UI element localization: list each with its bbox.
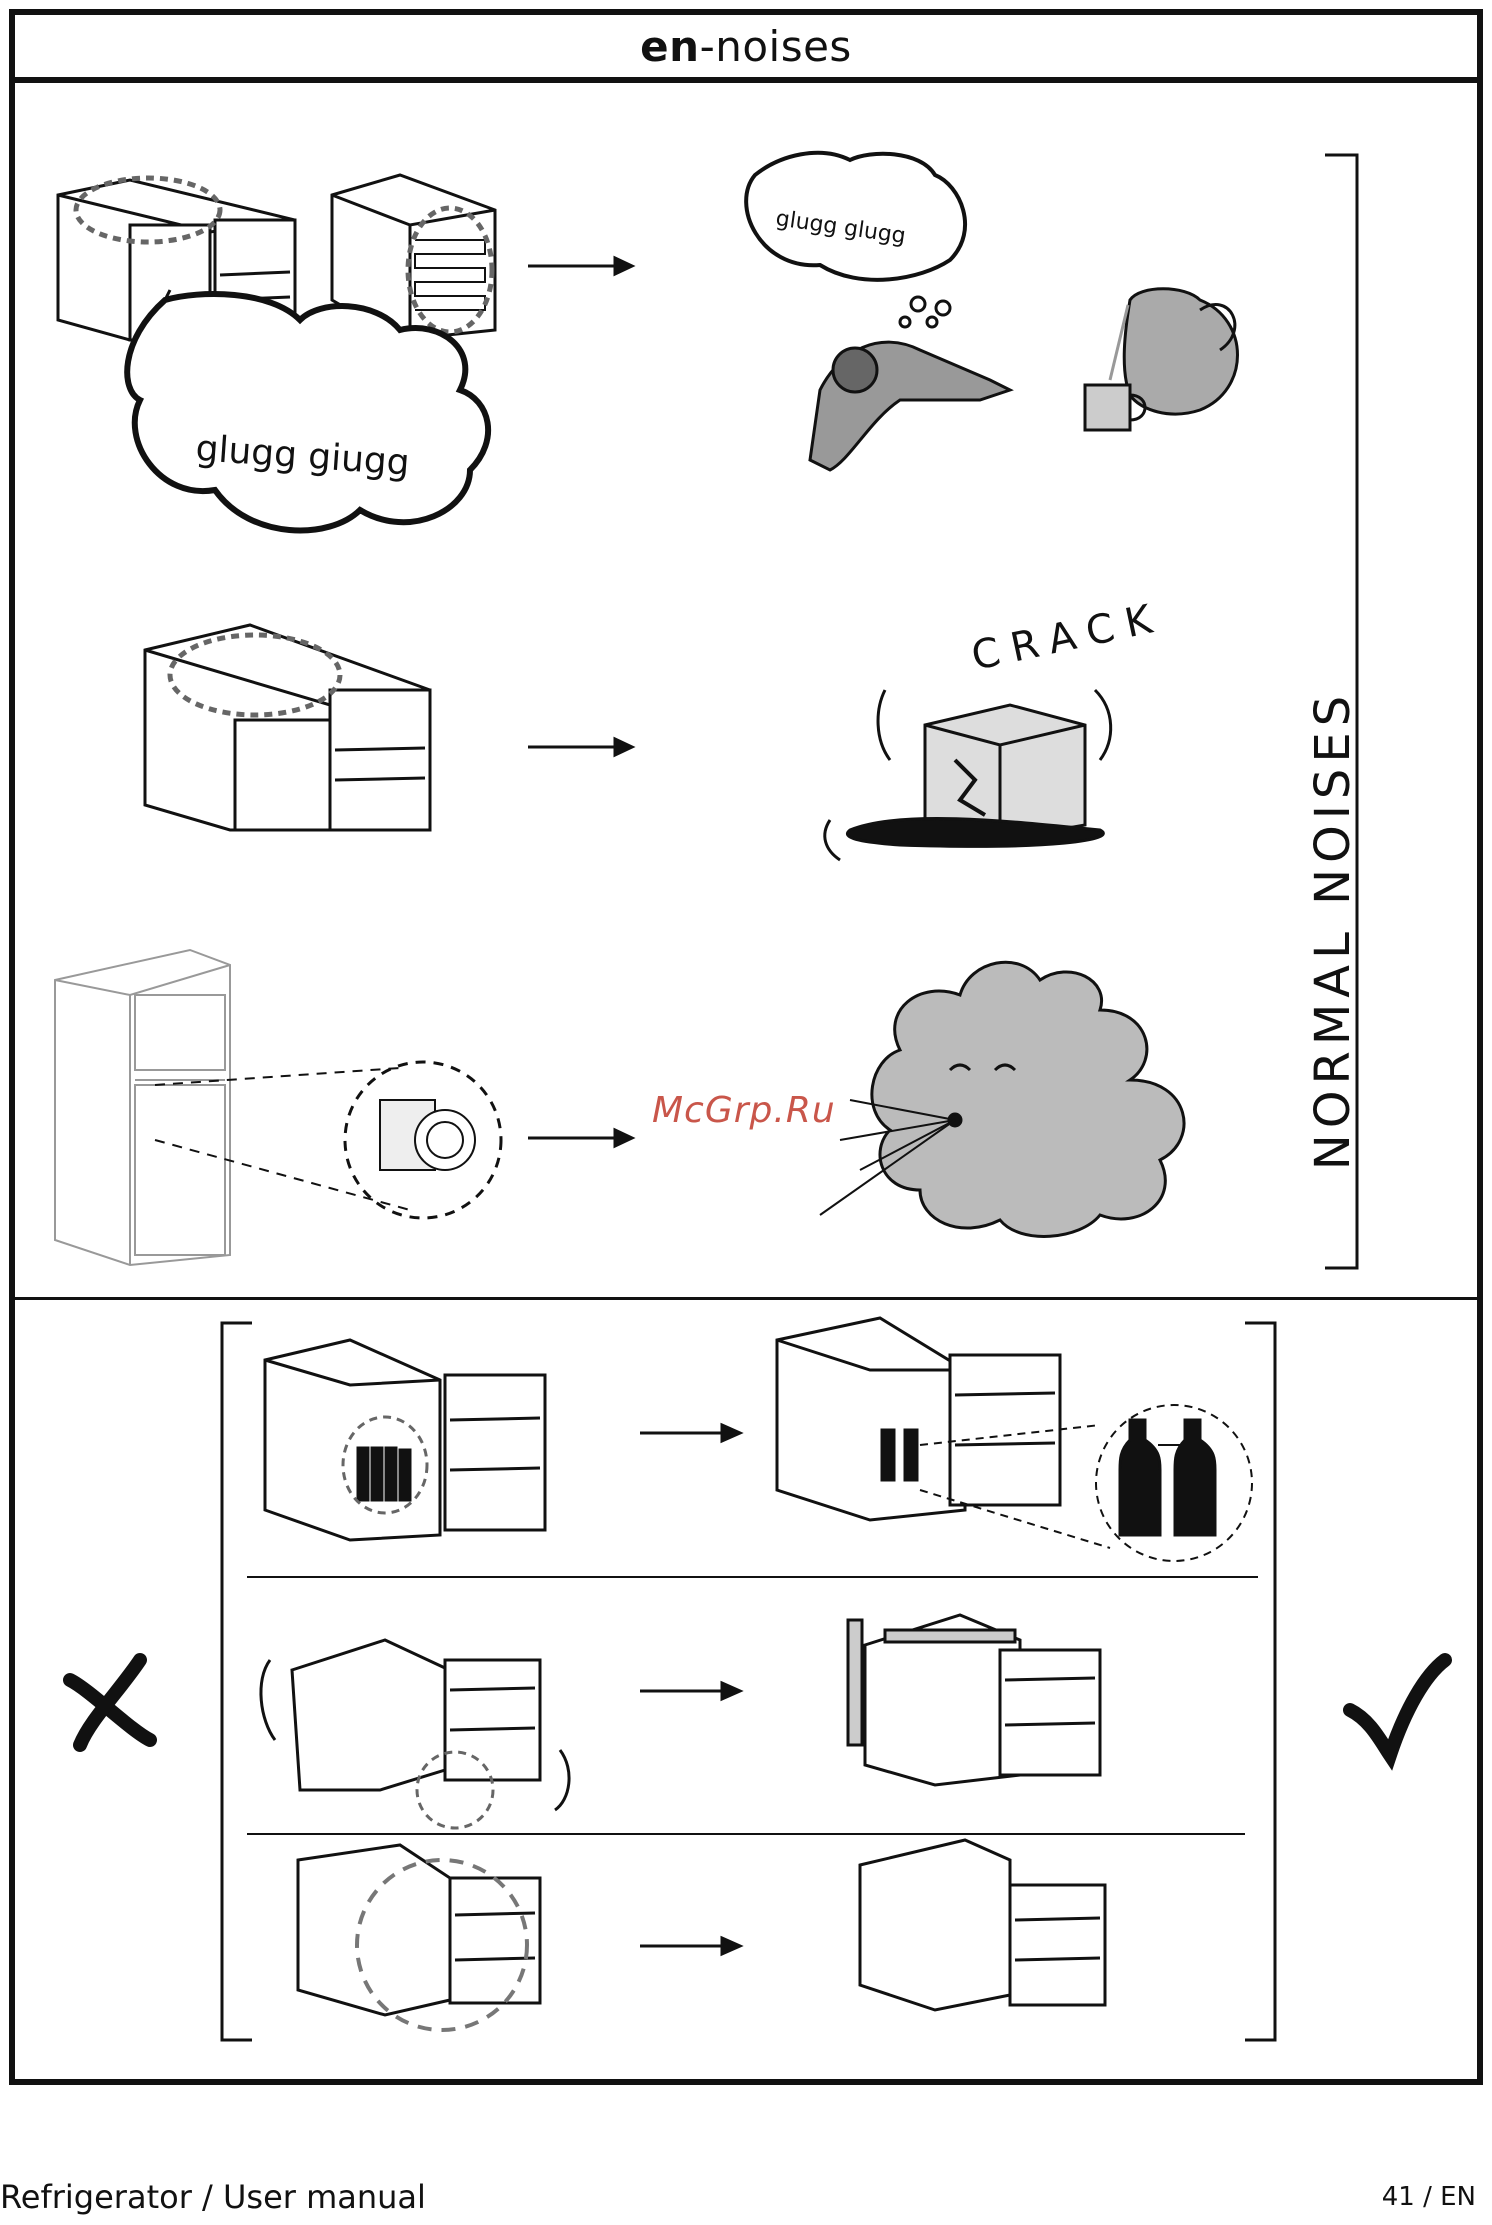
ice-cube-icon	[825, 690, 1111, 860]
fridge-door-misaligned	[298, 1845, 540, 2030]
glugg-bubble-left	[127, 294, 488, 530]
fridge-door-aligned	[860, 1840, 1105, 2010]
fridge-spaced-bottles	[777, 1318, 1252, 1561]
arrow-row2	[528, 739, 632, 755]
page-number: 41 / EN	[1382, 2182, 1476, 2212]
checkmark-icon	[1350, 1660, 1445, 1755]
watermark: McGrp.Ru	[652, 1090, 836, 1131]
arrow-tip3	[640, 1938, 740, 1954]
fridge-leveled	[848, 1615, 1100, 1785]
fridge-tall	[55, 950, 230, 1265]
arrow-row1	[528, 258, 632, 274]
footer-manual-title: Refrigerator / User manual	[0, 2178, 426, 2216]
fridge-crowded-bottles	[265, 1340, 545, 1540]
arrow-tip2	[640, 1683, 740, 1699]
normal-noises-label: NORMAL NOISES	[1305, 670, 1365, 1190]
crack-text: CRACK	[968, 594, 1168, 680]
arrow-row3	[528, 1130, 632, 1146]
diver-figure	[810, 342, 1010, 470]
wind-cloud-icon	[820, 962, 1184, 1236]
fridge-open-2	[145, 625, 430, 830]
tips-bracket-left	[222, 1323, 252, 2040]
arrow-tip1	[640, 1425, 740, 1441]
fridge-tilted	[261, 1640, 569, 1828]
tips-bracket-right	[1245, 1323, 1275, 2040]
cross-icon	[70, 1660, 150, 1745]
